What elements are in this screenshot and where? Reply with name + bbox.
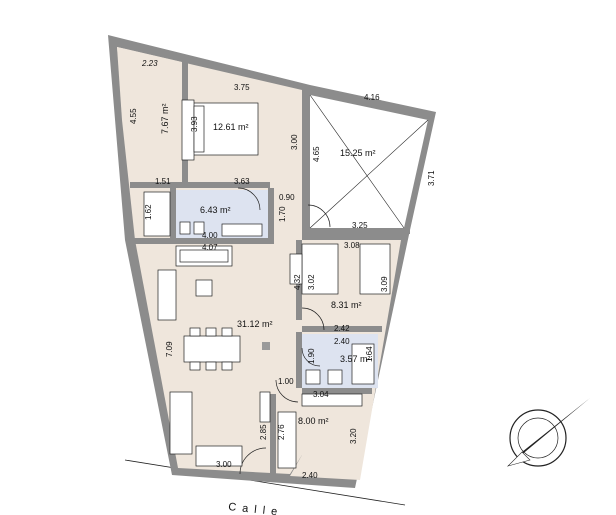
dim-label: 1.62: [144, 204, 153, 220]
double-bed-1: [181, 99, 259, 161]
dim-label: 4.65: [312, 146, 321, 162]
dim-label: 1.51: [155, 177, 171, 186]
dim-label: 7.09: [165, 341, 174, 357]
bath-2-area: 3.57 m²: [340, 354, 371, 364]
twin-beds: [289, 243, 391, 295]
dim-label: 1.64: [365, 346, 374, 362]
dim-label: 1.70: [278, 206, 287, 222]
bedroom-2-area: 8.31 m²: [331, 300, 362, 310]
dining-table: [183, 327, 241, 371]
bathroom-2-fixtures: [305, 343, 375, 385]
dim-label: 3.75: [234, 83, 250, 92]
dim-label: 2.76: [277, 424, 286, 440]
side-sofa: [157, 269, 177, 321]
dim-label: 1.00: [278, 377, 294, 386]
bedroom-3-area: 8.00 m²: [298, 416, 329, 426]
terrace-area: 15.25 m²: [340, 148, 376, 158]
balcony-area: 7.67 m²: [160, 103, 170, 134]
dim-label: 4.07: [202, 243, 218, 252]
dim-label: 4.16: [364, 93, 380, 102]
dim-label: 2.40: [334, 337, 350, 346]
dim-label: 4.00: [202, 231, 218, 240]
dim-label: 3.00: [290, 134, 299, 150]
coffee-table: [195, 279, 213, 297]
dimension-labels: 2.23 3.75 4.16 4.55 3.93 3.00 4.65 3.71 …: [129, 59, 436, 480]
bedroom-1-area: 12.61 m²: [213, 122, 249, 132]
dim-label: 2.42: [334, 324, 350, 333]
kitchen-counter: [169, 391, 243, 467]
balcony: [117, 47, 182, 182]
dim-label: 3.09: [380, 276, 389, 292]
sofa: [175, 245, 233, 267]
dim-label: 3.00: [216, 460, 232, 469]
wardrobe: [301, 393, 363, 407]
dim-label: 1.90: [307, 348, 316, 364]
wardrobe-2: [259, 391, 271, 423]
street-name: Calle: [228, 501, 284, 515]
terrace: [310, 95, 428, 228]
dim-label: 4.55: [129, 108, 138, 124]
north-arrow-icon: [506, 398, 590, 467]
dim-label: 3.63: [234, 177, 250, 186]
dim-label: 2.23: [141, 59, 158, 68]
dim-label: 3.02: [307, 274, 316, 290]
dim-label: 4.32: [293, 274, 302, 290]
dim-label: 0.90: [279, 193, 295, 202]
dim-label: 2.85: [259, 424, 268, 440]
single-bed: [277, 411, 297, 469]
column: [262, 342, 270, 350]
dim-label: 2.40: [302, 471, 318, 480]
bath-1-area: 6.43 m²: [200, 205, 231, 215]
bathroom-1-fixtures: [143, 191, 263, 237]
doors: [237, 187, 331, 475]
dim-label: 3.04: [313, 390, 329, 399]
dim-label: 3.25: [352, 221, 368, 230]
dim-label: 3.20: [349, 428, 358, 444]
dim-label: 3.71: [427, 170, 436, 186]
dim-label: 3.08: [344, 241, 360, 250]
living-area: 31.12 m²: [237, 319, 273, 329]
dim-label: 3.93: [190, 116, 199, 132]
